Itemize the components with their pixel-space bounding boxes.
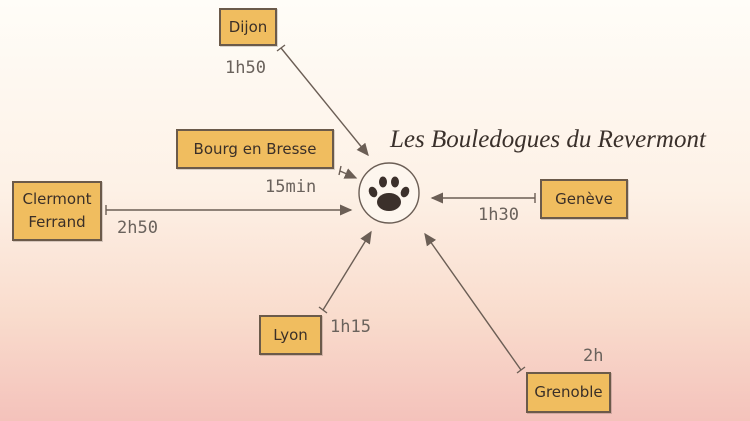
time-label-bourg: 15min — [265, 177, 317, 197]
arrow-clermont — [105, 204, 353, 216]
time-label-lyon: 1h15 — [330, 317, 371, 337]
arrow-geneve — [430, 192, 536, 204]
paw-icon — [358, 162, 420, 224]
arrow-grenoble — [424, 232, 526, 374]
arrow-lyon — [318, 230, 372, 314]
time-label-geneve: 1h30 — [478, 205, 519, 225]
city-box-lyon: Lyon — [259, 315, 322, 355]
arrow-bourg — [338, 165, 358, 179]
city-box-clermont-ferrand: Clermont Ferrand — [12, 181, 102, 241]
time-label-grenoble: 2h — [583, 346, 604, 366]
city-box-grenoble: Grenoble — [526, 372, 611, 413]
time-label-dijon: 1h50 — [225, 58, 266, 78]
city-box-dijon: Dijon — [219, 8, 277, 46]
diagram-title: Les Bouledogues du Revermont — [390, 126, 706, 153]
arrow-dijon — [276, 44, 369, 157]
city-box-geneve: Genève — [540, 179, 628, 219]
city-box-bourg-en-bresse: Bourg en Bresse — [176, 129, 334, 169]
time-label-clermont: 2h50 — [117, 218, 158, 238]
